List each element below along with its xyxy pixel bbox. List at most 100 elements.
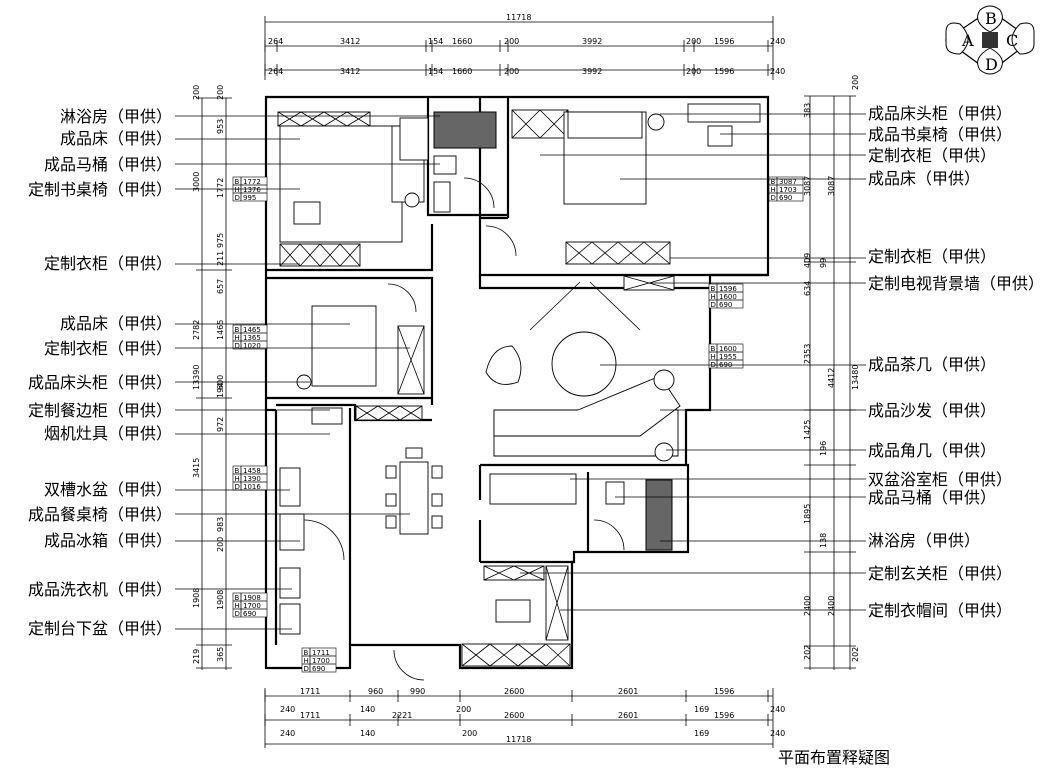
dim-top-r1-7: 1596 bbox=[714, 37, 734, 46]
spec-val-4-B: 1600 bbox=[719, 345, 737, 353]
spec-key-2-H: H bbox=[235, 334, 240, 342]
leaders-right bbox=[520, 113, 866, 611]
dim-bot-r2b-1: 140 bbox=[360, 729, 375, 738]
dim-bot-r2b-4: 240 bbox=[770, 729, 785, 738]
dim-top-r1-8: 240 bbox=[770, 37, 785, 46]
spec-key-1-H: H bbox=[771, 186, 776, 194]
spec-val-3-D: 690 bbox=[719, 301, 732, 309]
dim-left-inner-6: 1465 bbox=[216, 320, 225, 340]
spec-key-3-H: H bbox=[711, 293, 716, 301]
dim-bot-r1-2: 990 bbox=[410, 687, 425, 696]
dim-bot-r2-2: 2600 bbox=[504, 711, 524, 720]
spec-key-7-H: H bbox=[304, 657, 309, 665]
dim-left-outer-4: 3415 bbox=[192, 458, 201, 478]
compass-a: A bbox=[961, 31, 974, 50]
dim-bot-r1b-1: 140 bbox=[360, 705, 375, 714]
label-left-0: 淋浴房（甲供） bbox=[59, 107, 172, 126]
label-right-5: 定制电视背景墙（甲供） bbox=[868, 274, 1043, 293]
spec-val-7-D: 690 bbox=[312, 665, 325, 673]
dim-top-r1-2: 154 bbox=[428, 37, 443, 46]
dim-left-inner-5: 657 bbox=[216, 279, 225, 294]
spec-key-6-H: H bbox=[235, 602, 240, 610]
spec-val-5-B: 1458 bbox=[243, 467, 261, 475]
spec-key-4-H: H bbox=[711, 353, 716, 361]
dim-right-outer-0: 200 bbox=[851, 75, 860, 90]
dim-right-inner-2: 409 bbox=[803, 253, 812, 268]
dim-left-inner-4: 975 bbox=[216, 233, 225, 248]
dim-right-outer-2: 4412 bbox=[827, 368, 836, 388]
label-right-2: 定制衣柜（甲供） bbox=[868, 146, 997, 165]
compass-c: C bbox=[1006, 31, 1018, 50]
label-right-0: 成品床头柜（甲供） bbox=[868, 104, 1013, 123]
dim-left-inner-11: 200 bbox=[216, 537, 225, 552]
dim-bot-r2b-3: 169 bbox=[694, 729, 709, 738]
label-right-1: 成品书桌椅（甲供） bbox=[868, 125, 1013, 144]
label-right-8: 成品角几（甲供） bbox=[868, 441, 997, 460]
spec-key-3-B: B bbox=[711, 285, 716, 293]
dim-bot-r2-1: 2221 bbox=[392, 711, 412, 720]
dim-bot-r1b-2: 200 bbox=[456, 705, 471, 714]
spec-key-5-B: B bbox=[235, 467, 240, 475]
spec-key-7-B: B bbox=[304, 649, 309, 657]
spec-val-4-H: 1955 bbox=[719, 353, 737, 361]
dim-right-inner-10: 2400 bbox=[803, 596, 812, 616]
dim-bot-r2-0: 1711 bbox=[300, 711, 320, 720]
dim-left-inner-10: 983 bbox=[216, 517, 225, 532]
label-left-8: 定制餐边柜（甲供） bbox=[27, 401, 172, 420]
spec-key-7-D: D bbox=[304, 665, 309, 673]
spec-val-3-H: 1600 bbox=[719, 293, 737, 301]
label-right-12: 定制玄关柜（甲供） bbox=[868, 564, 1013, 583]
dim-top-r1-5: 3992 bbox=[582, 37, 602, 46]
walls bbox=[264, 95, 770, 670]
label-left-5: 成品床（甲供） bbox=[59, 314, 172, 333]
dim-top-r1-1: 3412 bbox=[340, 37, 360, 46]
spec-val-0-H: 1376 bbox=[243, 186, 261, 194]
dim-top-r2-3: 1660 bbox=[452, 67, 472, 76]
dim-left-inner-8: 194 bbox=[216, 383, 225, 398]
dim-right-inner-6: 1425 bbox=[803, 420, 812, 440]
spec-val-7-B: 1711 bbox=[312, 649, 330, 657]
spec-key-5-D: D bbox=[235, 483, 240, 491]
spec-val-1-H: 1703 bbox=[779, 186, 797, 194]
dim-bot-r2-4: 1596 bbox=[714, 711, 734, 720]
dim-left-inner-12: 1908 bbox=[216, 590, 225, 610]
dim-bot-r1-5: 1596 bbox=[714, 687, 734, 696]
label-right-10: 成品马桶（甲供） bbox=[868, 488, 997, 507]
spec-key-0-B: B bbox=[235, 178, 240, 186]
spec-val-0-B: 1772 bbox=[243, 178, 261, 186]
spec-key-2-B: B bbox=[235, 326, 240, 334]
compass-icon: B A C D bbox=[944, 5, 1035, 75]
dim-bot-r2-3: 2601 bbox=[618, 711, 638, 720]
spec-key-0-H: H bbox=[235, 186, 240, 194]
label-right-7: 成品沙发（甲供） bbox=[868, 401, 997, 420]
dim-right-inner-5: 2353 bbox=[803, 344, 812, 364]
spec-val-0-D: 995 bbox=[243, 194, 256, 202]
label-left-7: 成品床头柜（甲供） bbox=[27, 373, 172, 392]
dim-bot-r1-1: 960 bbox=[368, 687, 383, 696]
dim-left-outer-5: 1908 bbox=[192, 588, 201, 608]
title-text: 平面布置释疑图 bbox=[778, 748, 891, 767]
dim-right-outer-3: 13480 bbox=[851, 365, 860, 390]
spec-val-2-B: 1465 bbox=[243, 326, 261, 334]
spec-val-1-D: 690 bbox=[779, 194, 792, 202]
dim-top-r2-4: 200 bbox=[504, 67, 519, 76]
furniture bbox=[277, 103, 761, 681]
label-right-9: 双盆浴室柜（甲供） bbox=[868, 470, 1013, 489]
dim-top-r2-2: 154 bbox=[428, 67, 443, 76]
dim-top-r1-6: 200 bbox=[686, 37, 701, 46]
label-left-13: 成品洗衣机（甲供） bbox=[27, 580, 172, 599]
label-left-12: 成品冰箱（甲供） bbox=[43, 531, 172, 550]
dim-left-inner-0: 200 bbox=[216, 85, 225, 100]
spec-key-6-D: D bbox=[235, 610, 240, 618]
label-right-4: 定制衣柜（甲供） bbox=[868, 247, 997, 266]
dim-top-r2-7: 1596 bbox=[714, 67, 734, 76]
dim-top-r2-1: 3412 bbox=[340, 67, 360, 76]
compass-d: D bbox=[985, 55, 998, 74]
